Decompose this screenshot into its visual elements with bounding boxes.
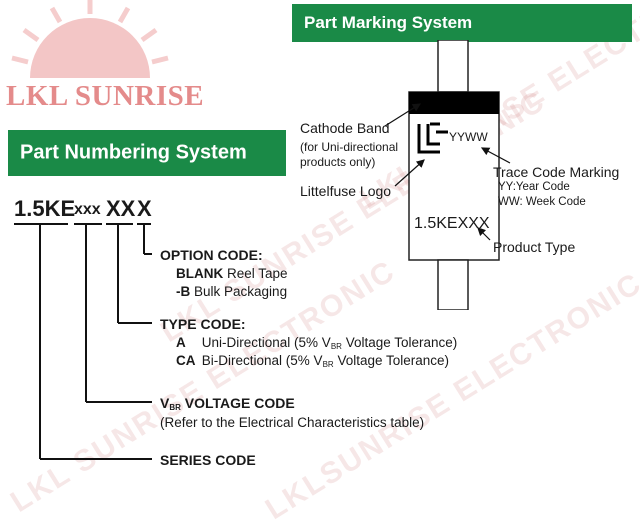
cathode-band-note: (for Uni-directional <box>300 140 399 154</box>
code-series: 1.5KE <box>14 196 76 221</box>
logo-arrow <box>394 159 425 187</box>
type-a-key: A <box>176 335 186 350</box>
code-type: XX <box>106 196 136 221</box>
diode-bottom-lead <box>437 259 469 310</box>
part-marking-banner: Part Marking System <box>292 4 632 42</box>
option-code-title: OPTION CODE: <box>160 247 263 263</box>
part-numbering-title: Part Numbering System <box>20 141 247 164</box>
yyww-marking: YYWW <box>449 130 488 144</box>
part-number-marking: 1.5KEXXX <box>414 215 490 232</box>
option-blank-value: Reel Tape <box>227 266 288 281</box>
option-blank-key: BLANK <box>176 266 224 281</box>
littelfuse-logo-icon <box>417 122 448 154</box>
trace-arrow <box>480 147 511 164</box>
series-code-title: SERIES CODE <box>160 452 256 468</box>
type-a-row: A Uni-Directional (5% VBR Voltage Tolera… <box>176 335 457 351</box>
trace-year-label: YY:Year Code <box>498 181 570 193</box>
product-type-label: Product Type <box>493 239 576 255</box>
littelfuse-logo-label: Littelfuse Logo <box>300 183 392 199</box>
type-ca-value-end: Voltage Tolerance) <box>333 353 450 368</box>
watermark-logo-text: LKL SUNRISE <box>6 80 205 112</box>
code-option: X <box>137 196 152 221</box>
numbering-leader-lines <box>14 223 152 460</box>
type-a-subscript: BR <box>330 342 342 351</box>
cathode-band-label: Cathode Band <box>300 120 390 136</box>
part-marking-title: Part Marking System <box>304 13 473 32</box>
voltage-code-note: (Refer to the Electrical Characteristics… <box>160 415 425 430</box>
type-ca-value: Bi-Directional (5% V <box>201 353 323 368</box>
product-type-arrow <box>477 227 491 241</box>
option-b-row: -B Bulk Packaging <box>176 284 287 299</box>
sunrise-logo-icon <box>11 0 169 78</box>
type-a-value: Uni-Directional (5% V <box>201 335 331 350</box>
option-blank-row: BLANK Reel Tape <box>176 266 288 281</box>
cathode-band <box>409 92 499 114</box>
type-a-value-end: Voltage Tolerance) <box>341 335 458 350</box>
type-code-title: TYPE CODE: <box>160 316 246 332</box>
trace-week-label: WW: Week Code <box>498 196 586 208</box>
voltage-subscript: BR <box>169 403 181 412</box>
voltage-title-text: VOLTAGE CODE <box>180 395 295 411</box>
type-ca-row: CA Bi-Directional (5% VBR Voltage Tolera… <box>176 353 449 369</box>
cathode-band-note: products only) <box>300 155 376 169</box>
type-ca-subscript: BR <box>322 360 334 369</box>
voltage-v: V <box>160 395 170 411</box>
option-b-key: -B <box>176 284 191 299</box>
cathode-arrow <box>384 103 422 127</box>
code-voltage: xxx <box>74 201 101 218</box>
diode-package-diagram <box>408 40 500 310</box>
trace-code-label: Trace Code Marking <box>493 164 620 180</box>
part-numbering-banner: Part Numbering System <box>8 130 286 176</box>
voltage-code-title: VBR VOLTAGE CODE <box>160 395 295 412</box>
marking-arrows <box>384 103 511 241</box>
type-ca-key: CA <box>176 353 196 368</box>
option-b-value: Bulk Packaging <box>194 284 288 299</box>
